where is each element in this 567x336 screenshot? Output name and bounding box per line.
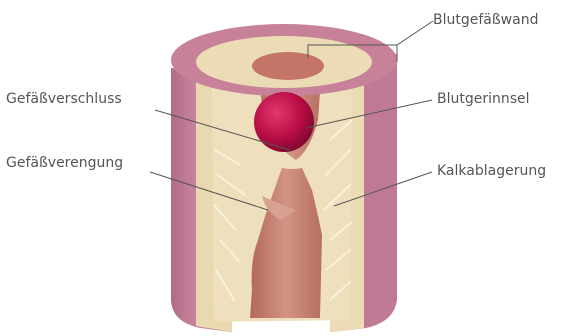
label-calcification: Kalkablagerung <box>437 163 546 179</box>
label-blood-clot: Blutgerinnsel <box>437 91 530 107</box>
label-stenosis: Gefäßverengung <box>6 155 123 171</box>
label-occlusion: Gefäßverschluss <box>6 91 122 107</box>
blood-clot <box>254 92 314 152</box>
vessel-top-lumen <box>252 52 324 80</box>
label-vessel-wall: Blutgefäßwand <box>433 12 538 28</box>
